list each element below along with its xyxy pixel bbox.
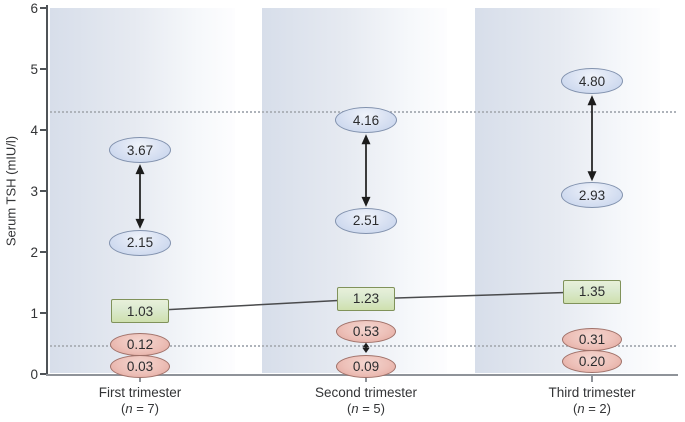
range-low-marker: 0.09 (336, 354, 396, 378)
range-high-marker: 0.53 (336, 320, 396, 344)
y-axis-tick-label: 6 (30, 0, 38, 16)
y-axis-tick (40, 129, 46, 131)
range-low-marker: 0.20 (562, 350, 622, 374)
x-category-n-part: = 2) (584, 401, 611, 416)
x-category-n-part: n (351, 401, 359, 416)
range-high-marker: 0.12 (110, 332, 170, 356)
x-category-label: First trimester(n = 7) (50, 385, 230, 417)
y-axis-tick (40, 373, 46, 375)
median-marker: 1.35 (563, 279, 621, 304)
y-axis-tick-label: 2 (30, 244, 38, 260)
y-axis-tick (40, 7, 46, 9)
x-category-n-part: ( (573, 401, 578, 416)
x-axis-tick (591, 376, 593, 382)
x-category-n-part: n (577, 401, 585, 416)
median-marker: 1.03 (111, 299, 169, 324)
y-axis-tick-label: 1 (30, 305, 38, 321)
x-category-n: (n = 7) (50, 401, 230, 417)
x-axis-tick (139, 376, 141, 382)
range-low-marker: 2.93 (561, 182, 623, 209)
x-category-label: Third trimester(n = 2) (502, 385, 682, 417)
x-category-label: Second trimester(n = 5) (276, 385, 456, 417)
y-axis-tick-label: 4 (30, 122, 38, 138)
y-axis-tick (40, 68, 46, 70)
x-category-n-part: = 5) (358, 401, 385, 416)
range-low-marker: 2.15 (109, 229, 171, 256)
median-marker: 1.23 (337, 286, 395, 311)
y-axis-tick-label: 0 (30, 366, 38, 382)
y-axis-tick-label: 3 (30, 183, 38, 199)
y-axis-tick (40, 251, 46, 253)
x-category-n: (n = 2) (502, 401, 682, 417)
column-band (262, 8, 447, 373)
x-category-name: First trimester (98, 385, 182, 400)
x-category-n-part: = 7) (132, 401, 159, 416)
x-category-name: Third trimester (548, 385, 636, 400)
x-category-n: (n = 5) (276, 401, 456, 417)
y-axis-line (45, 5, 48, 376)
x-category-name: Second trimester (314, 385, 418, 400)
x-category-n-part: ( (347, 401, 352, 416)
range-high-marker: 4.16 (335, 107, 397, 134)
x-axis-tick (365, 376, 367, 382)
x-category-n-part: n (125, 401, 133, 416)
range-high-marker: 3.67 (109, 137, 171, 164)
y-axis-tick (40, 312, 46, 314)
x-category-n-part: ( (121, 401, 126, 416)
range-high-marker: 4.80 (561, 68, 623, 95)
y-axis-tick (40, 190, 46, 192)
y-axis-tick-label: 5 (30, 61, 38, 77)
range-low-marker: 2.51 (335, 207, 397, 234)
range-low-marker: 0.03 (110, 354, 170, 378)
